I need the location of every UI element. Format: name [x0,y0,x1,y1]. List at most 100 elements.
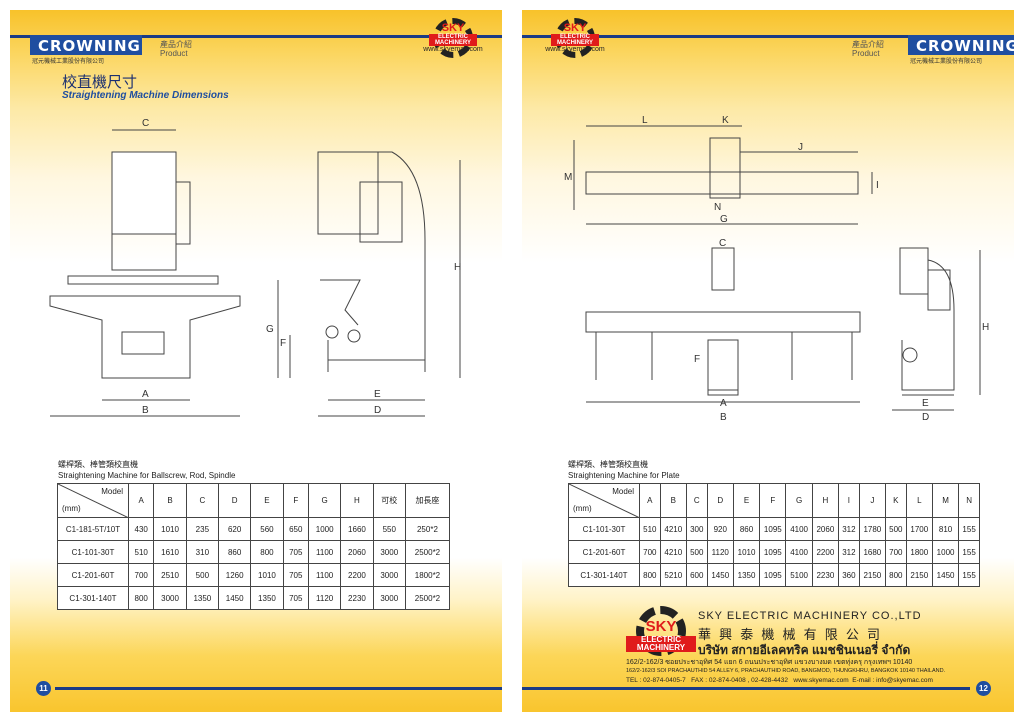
table-cell: 810 [931,517,960,541]
table-cell: 310 [185,540,220,564]
column-header: K [884,483,907,518]
dim-label: G [266,324,274,335]
table-cell: 2230 [811,563,840,587]
page-title-zh: 校直機尺寸 [62,74,138,91]
table-cell: 1095 [759,517,787,541]
company-name-zh: 華 興 泰 機 械 有 限 公 司 [698,628,883,643]
machine-dimension-drawing: C A B H G F E D [49,118,461,417]
table-cell: 2150 [858,563,886,587]
column-header: E [250,483,284,518]
table-cell: 600 [685,563,708,587]
column-header: J [858,483,886,518]
table-cell: 800 [127,586,155,610]
dim-label: A [142,389,149,400]
table-cell: C1-301-140T [568,563,640,587]
footer-rule [522,687,970,690]
table-cell: 700 [884,540,907,564]
page-title-en: Straightening Machine Dimensions [62,90,229,101]
dim-label: D [922,412,929,423]
column-header: M [931,483,960,518]
column-header: B [153,483,187,518]
column-header: 可校 [372,483,406,518]
table-cell: 860 [732,517,761,541]
table-cell: 700 [639,540,661,564]
table-cell: 430 [127,517,155,541]
table-cell: 700 [127,563,155,587]
table-cell: 920 [706,517,734,541]
table-cell: 312 [838,517,860,541]
table-cell: 155 [958,517,980,541]
table-cell: C1-301-140T [57,586,129,610]
table-cell: 705 [282,563,310,587]
table-cell: 705 [282,586,310,610]
table-cell: 1095 [759,563,787,587]
table-cell: 360 [838,563,860,587]
dim-label: E [374,389,381,400]
table-cell: 560 [250,517,284,541]
column-header: F [282,483,310,518]
table-cell: 1700 [905,517,933,541]
crowning-logo: CROWNING [30,35,142,55]
table-cell: 155 [958,563,980,587]
dim-label: G [720,214,728,225]
table-cell: 1450 [706,563,734,587]
table-cell: 2200 [811,540,840,564]
table-cell: 4100 [785,517,813,541]
table-cell: 500 [685,540,708,564]
table-cell: 1800*2 [404,563,451,587]
table-cell: 1350 [185,586,220,610]
company-subname: 冠元機械工業股份有限公司 [32,59,105,65]
address-en: 162/2-162/3 SOI PRACHAUTHID 54 ALLEY 6, … [626,668,946,674]
header-rule [522,35,1014,38]
table-cell: 650 [282,517,310,541]
table-cell: 1010 [153,517,187,541]
corner-header: Model(mm) [57,483,129,518]
dim-label: A [720,398,727,409]
column-header: C [185,483,220,518]
table-cell: 1120 [307,586,342,610]
table-cell: 800 [639,563,661,587]
dim-label: J [798,142,803,153]
dim-label: D [374,405,381,416]
table-cell: 1100 [307,540,342,564]
corner-header: Model(mm) [568,483,640,518]
table-cell: 2500*2 [404,540,451,564]
table-cell: 2150 [905,563,933,587]
table-cell: 1350 [250,586,284,610]
column-header: B [659,483,687,518]
table-cell: 1100 [307,563,342,587]
column-header: I [838,483,860,518]
dim-label: I [876,180,879,191]
column-header: H [811,483,840,518]
table-cell: 1000 [307,517,342,541]
table-cell: 2200 [340,563,374,587]
table-cell: 550 [372,517,406,541]
table-cell: 1680 [858,540,886,564]
table-cell: 1780 [858,517,886,541]
table-cell: 2510 [153,563,187,587]
company-name-th: บริษัท สกายอีเลคทริค แมชชินเนอรี่ จำกัด [698,643,911,657]
table-cell: C1-101-30T [57,540,129,564]
table-cell: 2060 [340,540,374,564]
company-subname: 冠元機械工業股份有限公司 [910,59,983,65]
column-header: N [958,483,980,518]
table-cell: 705 [282,540,310,564]
table-cell: 620 [217,517,252,541]
dim-label: L [642,115,648,126]
table-cell: 2500*2 [404,586,451,610]
table-cell: 5100 [785,563,813,587]
table-cell: 3000 [153,586,187,610]
header-rule [10,35,502,38]
column-header: C [685,483,708,518]
